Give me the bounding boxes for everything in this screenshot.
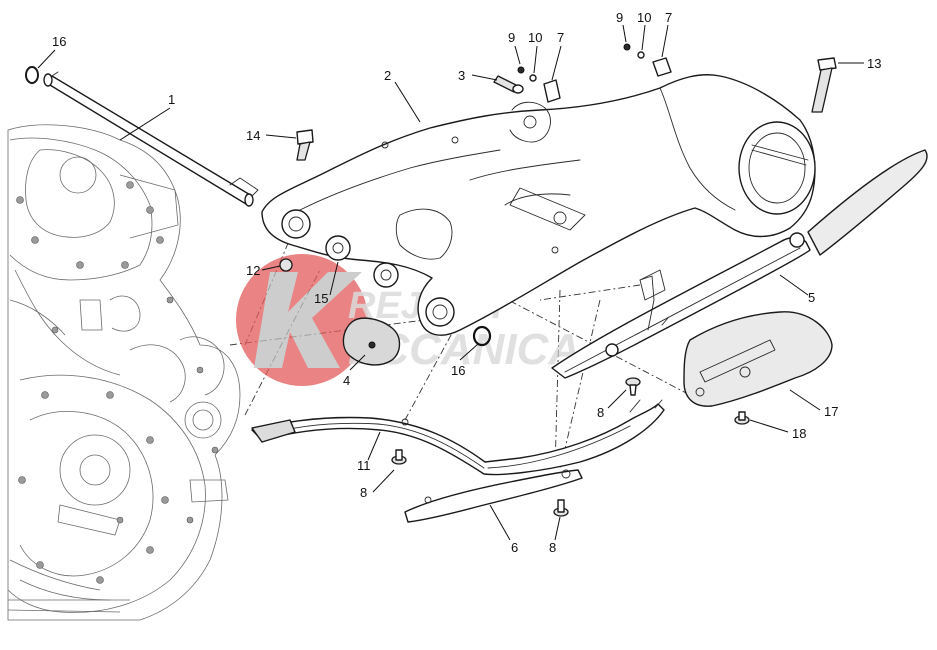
bolt-14 [296, 129, 314, 161]
screw-8a [625, 377, 641, 396]
callout-18: 18 [792, 426, 806, 441]
bolt-3 [493, 75, 524, 94]
callout-9: 9 [616, 10, 623, 25]
callout-7: 7 [665, 10, 672, 25]
washer-15a [325, 235, 351, 261]
o-ring-16b [472, 325, 492, 347]
callout-13: 13 [867, 56, 881, 71]
callout-14: 14 [246, 128, 260, 143]
washer-15b [373, 262, 399, 288]
callout-10: 10 [528, 30, 542, 45]
chain-guard-17 [683, 311, 833, 407]
screw-8b [391, 449, 407, 465]
chain-slider-11 [251, 399, 665, 476]
bolt-13 [811, 57, 837, 113]
cover-4 [342, 317, 401, 366]
leader-lines [37, 24, 864, 541]
screw-8c [553, 499, 569, 517]
spacer-7a [543, 79, 561, 103]
engine-block [7, 124, 241, 621]
spacer-7b [652, 57, 672, 77]
washer-9a-10a [517, 66, 537, 82]
screw-18 [734, 411, 750, 425]
nut-12 [279, 258, 293, 272]
callout-6: 6 [511, 540, 518, 555]
callout-11: 11 [357, 458, 371, 473]
callout-8: 8 [597, 405, 604, 420]
o-ring-top [25, 66, 39, 84]
callout-9: 9 [508, 30, 515, 45]
chain-guide-5 [551, 149, 928, 379]
washer-9b-10b [623, 43, 645, 59]
swingarm [261, 74, 816, 336]
callout-2: 2 [384, 68, 391, 83]
callout-5: 5 [808, 290, 815, 305]
callout-labels: 16 1 2 9 10 7 3 9 10 7 13 14 12 15 4 16 … [52, 10, 881, 555]
callout-16: 16 [451, 363, 465, 378]
callout-12: 12 [246, 263, 260, 278]
callout-1: 1 [168, 92, 175, 107]
callout-8: 8 [549, 540, 556, 555]
watermark-logo-k [254, 272, 362, 368]
callout-4: 4 [343, 373, 350, 388]
callout-15: 15 [314, 291, 328, 306]
callout-7: 7 [557, 30, 564, 45]
callout-8: 8 [360, 485, 367, 500]
callout-10: 10 [637, 10, 651, 25]
callout-17: 17 [824, 404, 838, 419]
chain-slider-6 [404, 469, 583, 523]
pivot-shaft [43, 71, 259, 207]
callout-3: 3 [458, 68, 465, 83]
callout-16: 16 [52, 34, 66, 49]
